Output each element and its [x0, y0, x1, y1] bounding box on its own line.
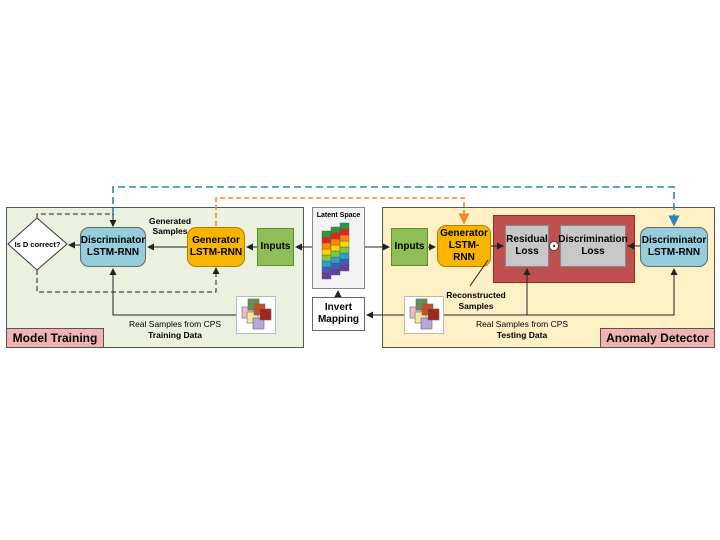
residual-loss-line1: Residual — [506, 234, 548, 245]
generated-samples-line1: Generated — [148, 216, 192, 226]
testing-real-samples-label: Real Samples from CPS — [475, 319, 569, 329]
training-generator-box: Generator LSTM-RNN — [187, 227, 245, 267]
invert-mapping-box: Invert Mapping — [312, 297, 365, 331]
detector-discriminator-box: Discriminator LSTM-RNN — [640, 227, 708, 267]
detector-discriminator-line2: LSTM-RNN — [647, 247, 701, 258]
training-loop-bottom — [36, 267, 220, 293]
detector-inputs-label: Inputs — [394, 241, 425, 252]
residual-loss-line2: Loss — [515, 246, 539, 257]
discrimination-loss-box: Discrimination Loss — [558, 225, 628, 267]
detector-inputs-box: Inputs — [391, 228, 428, 266]
detector-discriminator-line1: Discriminator — [641, 235, 707, 246]
training-generator-line2: LSTM-RNN — [189, 247, 243, 258]
blue-feedback-line — [112, 186, 680, 227]
sample-stack-icon — [241, 298, 272, 330]
reconstructed-samples-line1: Reconstructed — [446, 290, 506, 300]
training-real-samples-label: Real Samples from CPS — [128, 319, 222, 329]
testing-data-label: Testing Data — [496, 330, 548, 340]
detector-generator-line1: Generator — [440, 228, 488, 239]
detector-generator-box: Generator LSTM- RNN — [437, 225, 491, 267]
reconstructed-samples-line2: Samples — [458, 301, 494, 311]
discrimination-loss-line2: Loss — [581, 246, 605, 257]
latent-cell — [339, 222, 350, 230]
model-training-tag: Model Training — [6, 328, 104, 348]
training-data-label: Training Data — [148, 330, 202, 340]
detector-generator-line3: RNN — [453, 252, 475, 263]
generated-samples-line2: Samples — [152, 226, 188, 236]
training-generator-line1: Generator — [192, 235, 240, 246]
invert-mapping-line2: Mapping — [317, 314, 360, 325]
detector-generator-line2: LSTM- — [448, 240, 480, 251]
training-inputs-box: Inputs — [257, 228, 294, 266]
discrimination-loss-line1: Discrimination — [558, 234, 628, 245]
latent-space-label: Latent Space — [316, 212, 361, 219]
real-samples-to-disc-arrow — [109, 268, 236, 316]
testing-to-detect-disc-arrow — [527, 268, 678, 316]
orange-feedback-line — [215, 197, 470, 226]
training-discriminator-box: Discriminator LSTM-RNN — [80, 227, 146, 267]
training-discriminator-line1: Discriminator — [80, 235, 146, 246]
reconstructed-pointer — [469, 259, 489, 287]
anomaly-detector-tag: Anomaly Detector — [600, 328, 715, 348]
training-discriminator-line2: LSTM-RNN — [86, 247, 140, 258]
sample-stack-icon — [409, 298, 440, 330]
training-loop-top — [36, 213, 117, 227]
decision-label: Is D correct? — [14, 240, 61, 249]
invert-mapping-line1: Invert — [324, 302, 353, 313]
residual-loss-box: Residual Loss — [505, 225, 549, 267]
training-inputs-label: Inputs — [260, 241, 291, 252]
